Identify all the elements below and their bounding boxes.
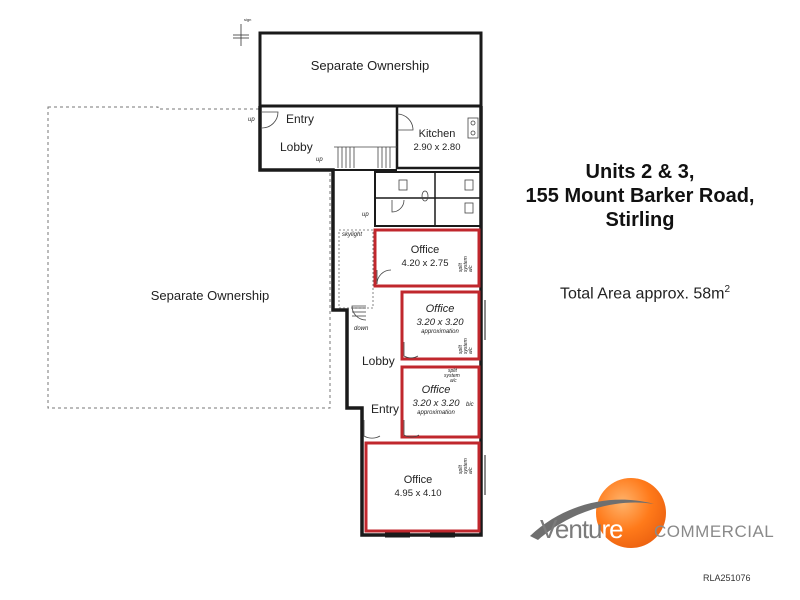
building-walls [258, 106, 483, 537]
windows [385, 300, 486, 538]
total-area-unit-sup: 2 [724, 284, 731, 295]
stairs-bottom [352, 307, 366, 317]
title-line-1: Units 2 & 3, [585, 161, 695, 183]
svg-text:a/c: a/c [468, 265, 474, 272]
office-1-outline [373, 228, 481, 288]
ac-label-office-4: split system a/c [458, 458, 474, 474]
entry-top-label: Entry [286, 112, 314, 126]
title-line-2: 155 Mount Barker Road, [525, 185, 755, 207]
office-2-outline [400, 290, 481, 361]
kitchen-label: Kitchen [419, 128, 456, 140]
svg-text:split: split [458, 344, 464, 354]
svg-text:a/c: a/c [468, 347, 474, 354]
office-1-label: Office [411, 244, 440, 256]
lobby-top-label: Lobby [280, 140, 313, 154]
down-marker: down [354, 326, 369, 332]
top-separate-block [258, 31, 483, 108]
svg-text:system: system [463, 256, 469, 272]
svg-text:system: system [463, 458, 469, 474]
svg-text:split: split [448, 368, 458, 374]
title-line-3: Stirling [605, 209, 675, 231]
logo-commercial: COMMERCIAL [654, 522, 775, 541]
property-title: Units 2 & 3, 155 Mount Barker Road, Stir… [510, 160, 770, 232]
logo-orange-sphere [596, 478, 666, 548]
svg-text:split: split [458, 464, 464, 474]
office-2-dims: 3.20 x 3.20 [416, 317, 464, 328]
total-area: Total Area approx. 58m2 [500, 284, 790, 303]
lobby-bottom-label: Lobby [362, 354, 395, 368]
office-3-note: approximation [417, 410, 455, 416]
bic-label: bic [466, 402, 474, 408]
skylight-area [338, 229, 374, 309]
office-3-label: Office [422, 384, 451, 396]
office-3-outline [400, 365, 481, 439]
north-label: sign [244, 17, 251, 22]
logo-swoosh-icon [530, 499, 654, 540]
separate-ownership-top-label: Separate Ownership [311, 58, 430, 73]
office-1-dims: 4.20 x 2.75 [401, 258, 448, 269]
separate-ownership-outline [47, 106, 331, 409]
door-swings [261, 111, 420, 439]
office-2-label: Office [426, 303, 455, 315]
svg-text:system: system [463, 338, 469, 354]
total-area-text: Total Area approx. 58m [559, 285, 725, 303]
svg-text:a/c: a/c [450, 378, 457, 384]
up-marker-1: up [248, 117, 255, 123]
ac-label-office-1: split system a/c [458, 256, 474, 272]
office-4-label: Office [404, 474, 433, 486]
office-3-dims: 3.20 x 3.20 [412, 398, 460, 409]
venture-commercial-logo: Venture COMMERCIAL [528, 478, 775, 560]
svg-text:system: system [444, 373, 460, 379]
office-4-dims: 4.95 x 4.10 [394, 488, 441, 499]
office-4-outline [364, 441, 481, 533]
svg-text:split: split [458, 262, 464, 272]
up-marker-2: up [316, 157, 323, 163]
license-ref: RLA251076 [703, 573, 751, 583]
skylight-label: skylight [342, 232, 362, 238]
ac-label-office-3: split system a/c [444, 368, 460, 384]
north-marker [233, 24, 249, 46]
logo-wordmark: Venture [540, 514, 624, 544]
entry-bottom-label: Entry [371, 402, 399, 416]
kitchen-dims: 2.90 x 2.80 [413, 142, 460, 153]
separate-ownership-left-label: Separate Ownership [151, 288, 270, 303]
stairs-top [334, 146, 397, 168]
office-2-note: approximation [421, 329, 459, 335]
ac-label-office-2: split system a/c [458, 338, 474, 354]
toilet-block [374, 171, 482, 227]
up-marker-3: up [362, 212, 369, 218]
kitchen-walls [395, 106, 481, 170]
svg-text:a/c: a/c [468, 467, 474, 474]
kitchen-fixtures [467, 117, 479, 139]
